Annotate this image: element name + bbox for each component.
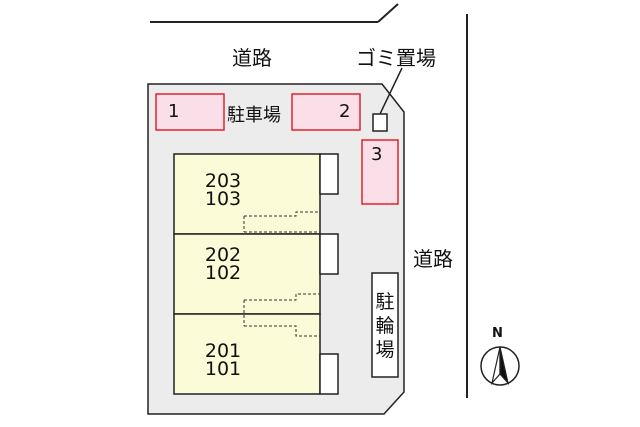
road-edge-top-corner — [377, 3, 399, 23]
bicycle-parking-area — [371, 272, 399, 378]
parking-slot-1-label: 1 — [168, 101, 180, 122]
building-unit-203-103 — [173, 153, 321, 235]
balcony-1 — [319, 153, 339, 195]
north-arrow-icon — [480, 346, 520, 386]
garbage-area-label: ゴミ置場 — [356, 46, 436, 70]
bicycle-parking-label: 駐輪場 — [375, 291, 395, 361]
unit-203-label: 203 — [204, 170, 242, 192]
unit-102-label: 102 — [204, 262, 242, 284]
road-label-right: 道路 — [413, 247, 453, 271]
balcony-3 — [319, 353, 339, 395]
compass-north-label: N — [492, 326, 503, 341]
building-unit-202-102 — [173, 233, 321, 315]
parking-slot-3 — [361, 139, 399, 205]
parking-slot-1 — [155, 93, 225, 131]
parking-slot-2-label: 2 — [339, 101, 351, 122]
balcony-2 — [319, 233, 339, 275]
road-label-top: 道路 — [232, 46, 272, 70]
garbage-box — [372, 113, 388, 132]
unit-103-label: 103 — [204, 188, 242, 210]
parking-slot-2 — [291, 93, 361, 131]
parking-slot-3-label: 3 — [371, 144, 383, 165]
unit-202-label: 202 — [204, 244, 242, 266]
stair-outlines — [243, 211, 320, 337]
garbage-leader-line — [379, 67, 403, 115]
unit-201-label: 201 — [204, 340, 242, 362]
parking-label: 駐車場 — [227, 105, 281, 126]
building-unit-201-101 — [173, 313, 321, 395]
unit-101-label: 101 — [204, 358, 242, 380]
